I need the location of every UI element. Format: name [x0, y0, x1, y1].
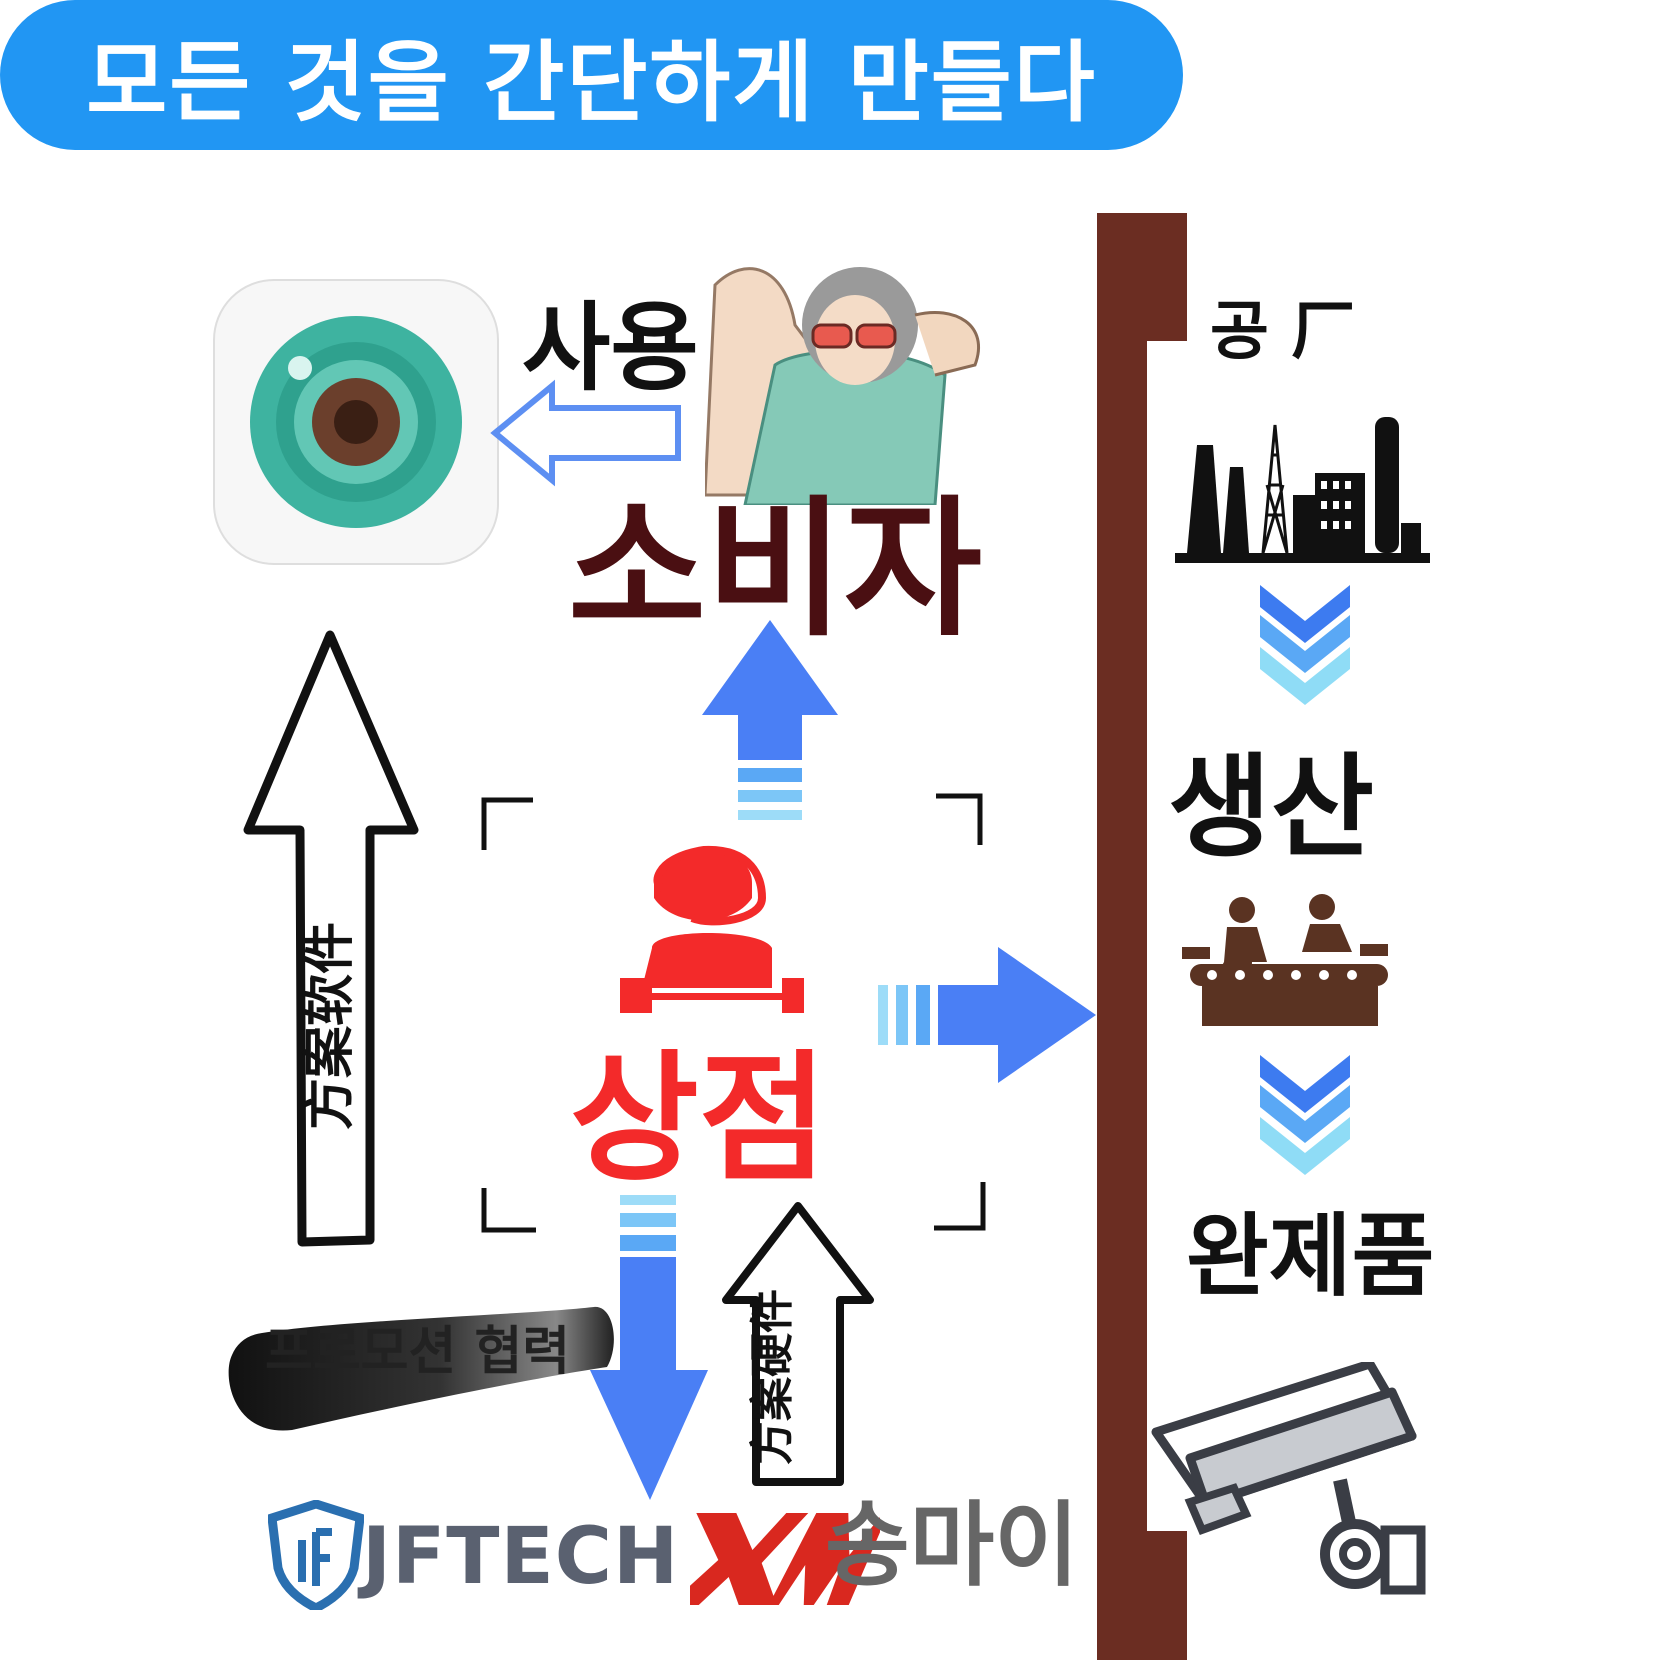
jftech-brand-name: JFTECH — [362, 1512, 680, 1602]
banner-title: 모든 것을 간단하게 만들다 — [86, 30, 1097, 134]
factory-label: 공 厂 — [1210, 295, 1356, 369]
shop-label: 상점 — [570, 1038, 828, 1201]
promotion-label: 프로모션 협력 — [265, 1322, 571, 1382]
software-label: 方案软件 — [300, 922, 360, 1131]
shop-to-brands-arrow — [590, 1195, 708, 1500]
jftech-shield-logo — [268, 1500, 364, 1610]
consumer-label: 소비자 — [568, 483, 983, 657]
shop-to-consumer-arrow — [702, 620, 838, 820]
hardware-arrow-icon — [722, 1202, 874, 1486]
technician-icon — [620, 845, 804, 1013]
chevron-down-icon — [1260, 585, 1350, 705]
shop-focus-frame — [481, 793, 986, 1233]
assembly-line-icon — [1182, 894, 1388, 1026]
factory-wall — [1097, 213, 1187, 1660]
use-arrow-icon — [490, 379, 681, 487]
hardware-label: 方案硬件 — [747, 1289, 798, 1465]
xm-logo — [690, 1513, 880, 1605]
security-camera-icon — [1151, 1362, 1426, 1595]
software-arrow-icon — [243, 630, 419, 1247]
title-banner: 모든 것을 간단하게 만들다 — [0, 0, 1183, 150]
finished-product-label: 완제품 — [1186, 1204, 1435, 1309]
use-label: 사용 — [522, 292, 699, 404]
relaxed-consumer-icon — [705, 267, 981, 505]
chevron-down-icon — [1260, 1055, 1350, 1175]
factory-icon — [1175, 417, 1430, 563]
xm-brand-name: 송마이 — [825, 1492, 1079, 1599]
production-label: 생산 — [1168, 743, 1375, 873]
promotion-brush-stroke — [228, 1306, 614, 1431]
camera-app-icon[interactable] — [212, 278, 500, 566]
shop-to-factory-arrow — [878, 947, 1096, 1083]
